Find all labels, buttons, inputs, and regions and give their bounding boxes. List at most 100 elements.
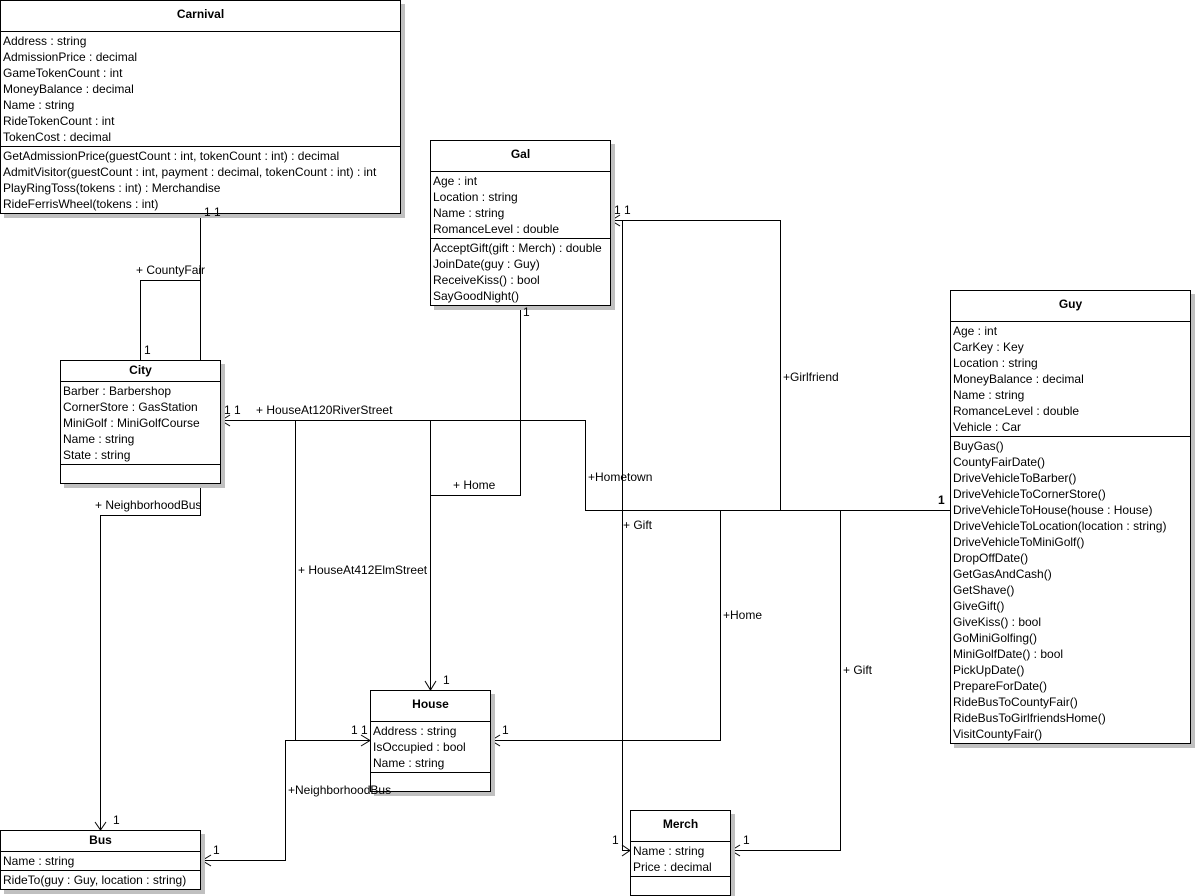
mult-carnival-in: 1 1 xyxy=(204,205,221,219)
operations xyxy=(61,464,220,483)
label-gal-gift: + Gift xyxy=(623,518,653,532)
attribute-item: Price : decimal xyxy=(633,860,712,874)
mult-gal-in: 1 1 xyxy=(614,203,631,217)
operations: BuyGas()CountyFairDate()DriveVehicleToBa… xyxy=(951,436,1190,743)
operation-item: PlayRingToss(tokens : int) : Merchandise xyxy=(3,181,221,195)
mult-house-left: 1 1 xyxy=(351,723,368,737)
attribute-item: Name : string xyxy=(433,206,505,220)
attribute-item: MiniGolf : MiniGolfCourse xyxy=(63,416,200,430)
mult-merch-right: 1 xyxy=(743,833,750,847)
operation-item: DriveVehicleToMiniGolf() xyxy=(953,535,1085,549)
label-neighborhood-bus-city: + NeighborhoodBus xyxy=(95,498,202,512)
arrowhead-city xyxy=(220,414,231,427)
assoc-county-fair xyxy=(140,280,201,360)
mult-city-in: 1 1 xyxy=(224,403,241,417)
class-title: Gal xyxy=(431,141,610,172)
operations: RideTo(guy : Guy, location : string) xyxy=(1,870,200,889)
attribute-item: Address : string xyxy=(3,34,87,48)
assoc-house-bus xyxy=(202,740,370,861)
attribute-item: Name : string xyxy=(953,388,1025,402)
arrowhead-house-right xyxy=(490,734,501,747)
operation-item: AdmitVisitor(guestCount : int, payment :… xyxy=(3,165,377,179)
mult-city-county-fair: 1 xyxy=(144,343,151,357)
attribute-item: CarKey : Key xyxy=(953,340,1024,354)
operation-item: GetAdmissionPrice(guestCount : int, toke… xyxy=(3,149,340,163)
class-title: Merch xyxy=(631,811,730,842)
attribute-item: Location : string xyxy=(433,190,518,204)
operation-item: MiniGolfDate() : bool xyxy=(953,647,1064,661)
operation-item: RideFerrisWheel(tokens : int) xyxy=(3,197,159,211)
operation-item: BuyGas() xyxy=(953,439,1004,453)
assoc-carnival-bus-trunk xyxy=(100,199,201,830)
class-title: Bus xyxy=(1,831,200,852)
label-neighborhood-bus-house: +NeighborhoodBus xyxy=(288,783,392,797)
attribute-item: Name : string xyxy=(63,432,135,446)
operation-item: SayGoodNight() xyxy=(433,289,520,303)
operation-item: GetShave() xyxy=(953,583,1015,597)
assoc-gal-gift xyxy=(622,220,630,851)
operation-item: JoinDate(guy : Guy) xyxy=(433,257,540,271)
operation-item: DriveVehicleToCornerStore() xyxy=(953,487,1106,501)
attribute-item: CornerStore : GasStation xyxy=(63,400,198,414)
attribute-item: Age : int xyxy=(953,324,998,338)
mult-guy-out: 1 xyxy=(938,493,945,507)
assoc-guy-gift xyxy=(731,510,841,851)
mult-house-top: 1 xyxy=(443,673,450,687)
attribute-item: RomanceLevel : double xyxy=(433,222,560,236)
label-gal-home: + Home xyxy=(453,478,496,492)
class-title: House xyxy=(371,691,490,722)
attribute-item: Vehicle : Car xyxy=(953,420,1022,434)
attribute-item: IsOccupied : bool xyxy=(373,740,466,754)
attribute-item: Age : int xyxy=(433,174,478,188)
assoc-girlfriend xyxy=(611,220,781,511)
label-hometown: +Hometown xyxy=(588,470,653,484)
attribute-item: Location : string xyxy=(953,356,1038,370)
class-bus[interactable]: Bus Name : string RideTo(guy : Guy, loca… xyxy=(0,830,201,890)
operation-item: DriveVehicleToHouse(house : House) xyxy=(953,503,1153,517)
attribute-item: RideTokenCount : int xyxy=(3,114,115,128)
operation-item: RideBusToGirlfriendsHome() xyxy=(953,711,1106,725)
operation-item: GoMiniGolfing() xyxy=(953,631,1038,645)
operations xyxy=(631,876,730,895)
mult-merch-left: 1 xyxy=(612,833,619,847)
mult-bus-top: 1 xyxy=(113,813,120,827)
assoc-gal-home xyxy=(430,300,521,496)
operation-item: AcceptGift(gift : Merch) : double xyxy=(433,241,602,255)
attribute-item: GameTokenCount : int xyxy=(3,66,123,80)
label-girlfriend: +Girlfriend xyxy=(783,370,839,384)
class-title: City xyxy=(61,361,220,382)
attributes: Name : string xyxy=(1,852,200,870)
attribute-item: Name : string xyxy=(633,844,705,858)
label-guy-gift: + Gift xyxy=(843,663,873,677)
operation-item: RideBusToCountyFair() xyxy=(953,695,1078,709)
operation-item: DriveVehicleToLocation(location : string… xyxy=(953,519,1167,533)
operation-item: PrepareForDate() xyxy=(953,679,1048,693)
operation-item: GiveGift() xyxy=(953,599,1005,613)
operation-item: PickUpDate() xyxy=(953,663,1025,677)
operation-item: GiveKiss() : bool xyxy=(953,615,1042,629)
attribute-item: Name : string xyxy=(373,756,445,770)
attribute-item: TokenCost : decimal xyxy=(3,130,112,144)
arrowhead-gal xyxy=(610,214,621,227)
attribute-item: RomanceLevel : double xyxy=(953,404,1080,418)
class-title: Carnival xyxy=(1,1,400,32)
attribute-item: State : string xyxy=(63,448,131,462)
label-county-fair: + CountyFair xyxy=(136,263,206,277)
arrowhead-bus-right xyxy=(201,854,212,867)
operations xyxy=(371,772,490,791)
class-title: Guy xyxy=(951,291,1190,322)
attribute-item: AdmissionPrice : decimal xyxy=(3,50,138,64)
